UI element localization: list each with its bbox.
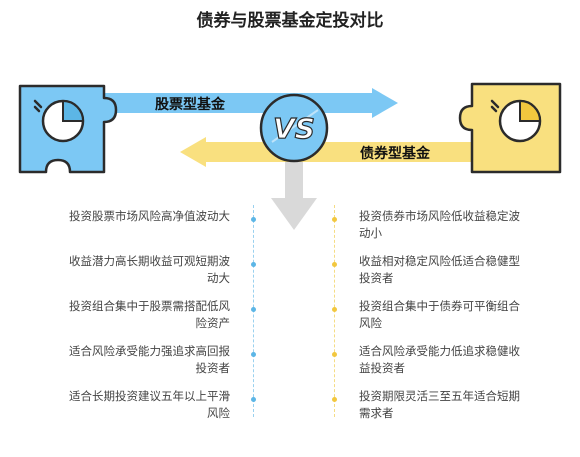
list-item: 适合风险承受能力强追求高回报投资者 <box>69 344 230 375</box>
versus-icon: VS <box>259 93 329 163</box>
timeline-dot <box>332 352 337 357</box>
timeline-dot <box>251 397 256 402</box>
pie-chart-icon <box>490 99 542 143</box>
down-arrow <box>271 160 317 230</box>
versus-text: VS <box>273 112 315 145</box>
stock-fund-label: 股票型基金 <box>155 97 225 113</box>
list-item: 投资期限灵活三至五年适合短期需求者 <box>359 389 520 420</box>
timeline-dot <box>251 262 256 267</box>
timeline-dot <box>332 397 337 402</box>
list-item: 收益潜力高长期收益可观短期波动大 <box>69 254 230 285</box>
stock-arrow <box>92 88 398 118</box>
list-item: 适合长期投资建议五年以上平滑风险 <box>69 389 230 420</box>
timeline-dot <box>332 262 337 267</box>
bond-arrow <box>180 137 504 167</box>
bond-fund-label: 债券型基金 <box>360 146 430 162</box>
timeline-dot <box>251 217 256 222</box>
timeline-dot <box>251 352 256 357</box>
list-item: 投资组合集中于债券可平衡组合风险 <box>359 299 520 330</box>
list-item: 投资债券市场风险低收益稳定波动小 <box>359 209 520 240</box>
timeline-dot <box>251 307 256 312</box>
list-item: 投资组合集中于股票需搭配低风险资产 <box>69 299 230 330</box>
list-item: 投资股票市场风险高净值波动大 <box>69 209 230 223</box>
timeline-dot <box>332 307 337 312</box>
pie-chart-icon <box>33 99 85 143</box>
list-item: 收益相对稳定风险低适合稳健型投资者 <box>359 254 520 285</box>
page-title: 债券与股票基金定投对比 <box>196 11 384 31</box>
timeline-dot <box>332 217 337 222</box>
list-item: 适合风险承受能力低追求稳健收益投资者 <box>359 344 520 375</box>
